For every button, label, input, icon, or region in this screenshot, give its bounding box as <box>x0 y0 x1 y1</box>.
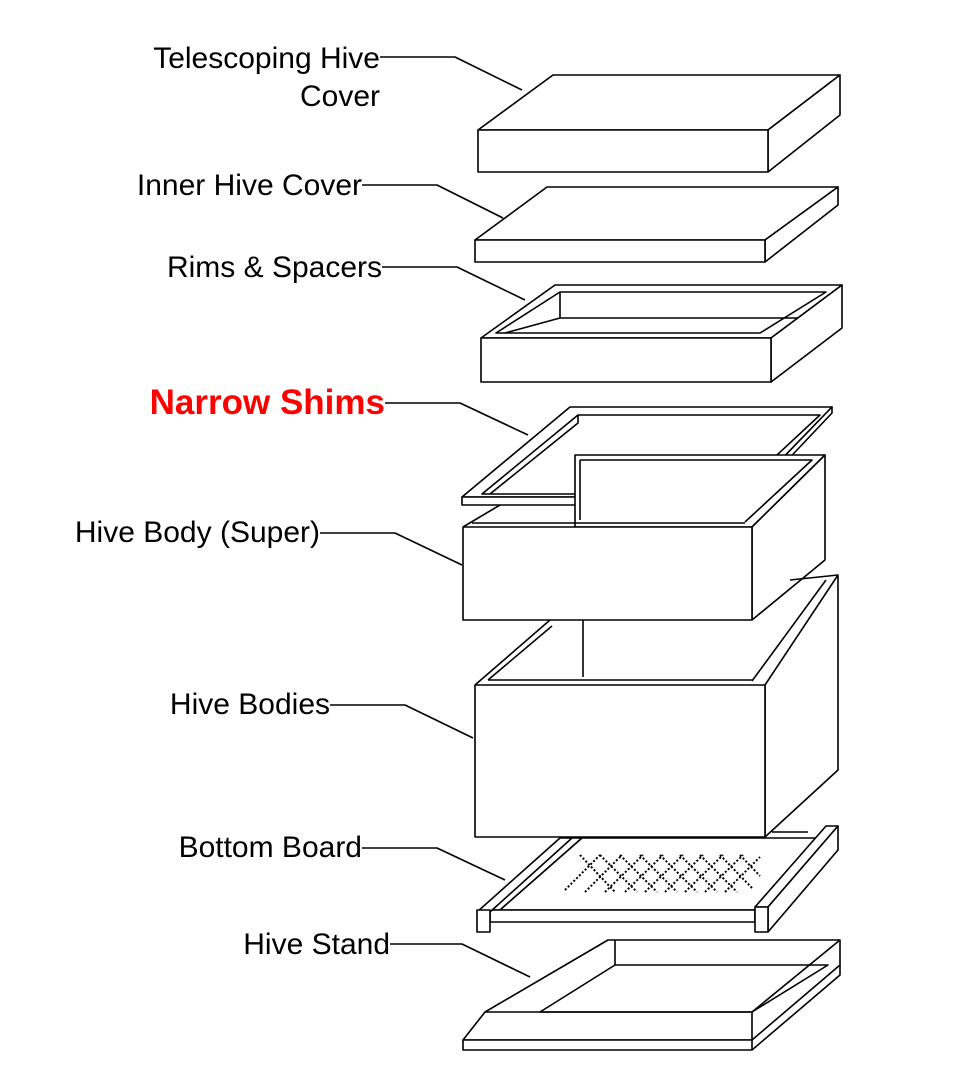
label-hive-body-super: Hive Body (Super) <box>74 516 320 549</box>
leader-hive-bodies <box>330 704 474 739</box>
rims-spacers-drawing <box>480 284 843 383</box>
leader-inner-cover <box>362 184 504 219</box>
leader-hive-body-super <box>320 532 463 566</box>
screen-mesh <box>564 854 761 893</box>
telescoping-hive-cover-drawing <box>477 74 841 173</box>
label-bottom-board: Bottom Board <box>178 831 362 864</box>
label-narrow-shims: Narrow Shims <box>149 383 385 422</box>
leader-telescoping-cover <box>380 56 523 91</box>
label-hive-bodies: Hive Bodies <box>169 688 330 721</box>
hive-stand-drawing <box>462 939 841 1051</box>
hive-bodies-drawing <box>474 574 839 838</box>
label-telescoping-hive-cover: Telescoping Hive Cover <box>153 40 380 116</box>
label-rims-spacers: Rims & Spacers <box>166 251 382 284</box>
inner-hive-cover-drawing <box>474 186 839 263</box>
leader-hive-stand <box>390 943 531 978</box>
hive-body-super-drawing <box>462 454 826 621</box>
leader-rims-spacers <box>382 266 526 301</box>
leader-bottom-board <box>362 847 506 881</box>
label-line: Cover <box>299 80 380 113</box>
leader-narrow-shims <box>385 402 529 436</box>
label-hive-stand: Hive Stand <box>243 928 390 961</box>
label-line: Telescoping Hive <box>153 42 380 75</box>
label-inner-hive-cover: Inner Hive Cover <box>136 169 362 202</box>
bottom-board-drawing <box>476 825 839 933</box>
